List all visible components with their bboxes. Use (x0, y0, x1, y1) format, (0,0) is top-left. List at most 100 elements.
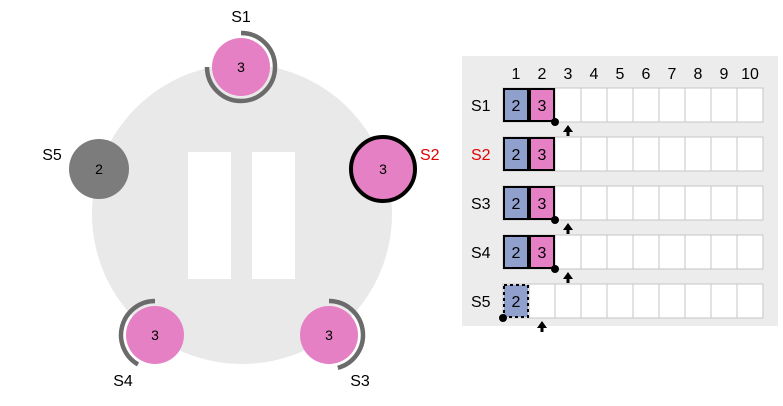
match-index-marker (551, 265, 559, 273)
log-slot (658, 136, 686, 172)
log-slot (736, 136, 764, 172)
log-entry[interactable] (503, 235, 529, 269)
log-slot (606, 185, 634, 221)
log-slot (632, 283, 660, 319)
server-s4-timer-arc (118, 298, 156, 367)
log-entry[interactable] (529, 137, 555, 171)
server-s2-label: S2 (420, 147, 440, 164)
log-slot (736, 283, 764, 319)
cluster-ring (92, 64, 392, 364)
log-entry-term: 2 (512, 294, 521, 311)
log-slot (580, 87, 608, 123)
log-entry[interactable] (529, 235, 555, 269)
pause-bar-right (252, 152, 295, 279)
log-slot (554, 283, 582, 319)
server-s5[interactable]: 2 S5 (42, 139, 129, 199)
pause-icon[interactable] (188, 152, 295, 279)
log-slot (632, 136, 660, 172)
log-entry-term: 2 (512, 196, 521, 213)
next-index-arrow-icon (537, 321, 547, 332)
log-entry-term: 2 (512, 98, 521, 115)
server-s3-term: 3 (325, 327, 333, 343)
log-entry[interactable] (503, 88, 529, 122)
log-slot (580, 283, 608, 319)
log-slot (606, 234, 634, 270)
log-row-label: S1 (471, 98, 491, 115)
server-s1[interactable]: 3 S1 (204, 9, 278, 104)
log-slot (658, 87, 686, 123)
log-entry[interactable] (503, 186, 529, 220)
log-slot (684, 136, 712, 172)
log-row-label: S2 (471, 147, 491, 164)
log-slot (658, 185, 686, 221)
match-index-marker (551, 118, 559, 126)
match-index-marker (551, 216, 559, 224)
next-index-arrow-icon (563, 125, 573, 136)
log-slot (710, 234, 738, 270)
log-entry-term: 3 (538, 245, 547, 262)
log-index-label: 6 (642, 66, 651, 83)
server-s5-term: 2 (95, 161, 103, 177)
log-entry[interactable] (529, 186, 555, 220)
server-s3[interactable]: 3 S3 (300, 298, 370, 390)
log-entry[interactable] (503, 284, 529, 318)
log-row-label: S4 (471, 245, 491, 262)
log-index-label: 4 (590, 66, 599, 83)
log-row-s5[interactable]: S5 2 (471, 283, 764, 332)
log-entry-term: 2 (512, 245, 521, 262)
log-slot (632, 234, 660, 270)
log-slot (580, 136, 608, 172)
log-slot (632, 87, 660, 123)
log-slot (736, 234, 764, 270)
server-s4[interactable]: 3 S4 (113, 298, 184, 390)
server-s5-node[interactable] (69, 139, 129, 199)
log-slot (710, 283, 738, 319)
log-slot (684, 185, 712, 221)
server-s2-node[interactable] (349, 135, 417, 203)
log-entry-term: 3 (538, 98, 547, 115)
log-entry[interactable] (503, 137, 529, 171)
log-entry-term: 2 (512, 147, 521, 164)
log-slot (684, 283, 712, 319)
log-index-label: 3 (564, 66, 573, 83)
log-row-label: S3 (471, 196, 491, 213)
log-slot (736, 87, 764, 123)
server-s3-timer-arc (328, 298, 366, 371)
server-s1-node[interactable] (212, 38, 270, 96)
next-index-arrow-icon (563, 272, 573, 283)
log-index-label: 5 (616, 66, 625, 83)
log-slot (528, 283, 556, 319)
log-slot (580, 185, 608, 221)
log-slot (710, 185, 738, 221)
log-index-label: 2 (538, 66, 547, 83)
server-s3-node[interactable] (300, 306, 358, 364)
log-slot (684, 234, 712, 270)
next-index-arrow-icon (563, 223, 573, 234)
log-slot (554, 136, 582, 172)
log-index-label: 9 (720, 66, 729, 83)
log-entry-term: 3 (538, 196, 547, 213)
server-s4-label: S4 (113, 373, 133, 390)
log-slot (736, 185, 764, 221)
log-slot (580, 234, 608, 270)
log-entry[interactable] (529, 88, 555, 122)
server-s3-label: S3 (350, 373, 370, 390)
log-slot (554, 185, 582, 221)
server-s1-timer-arc (204, 30, 278, 104)
server-s2[interactable]: 3 S2 (349, 135, 440, 203)
server-s2-term: 3 (379, 161, 387, 177)
log-index-label: 1 (512, 66, 521, 83)
cluster-view: 3 S1 3 S2 3 S3 3 S4 2 S5 (42, 9, 439, 390)
server-s4-term: 3 (151, 327, 159, 343)
log-index-label: 7 (668, 66, 677, 83)
pause-bar-left (188, 152, 231, 279)
log-row-label: S5 (471, 294, 491, 311)
server-s4-node[interactable] (126, 306, 184, 364)
